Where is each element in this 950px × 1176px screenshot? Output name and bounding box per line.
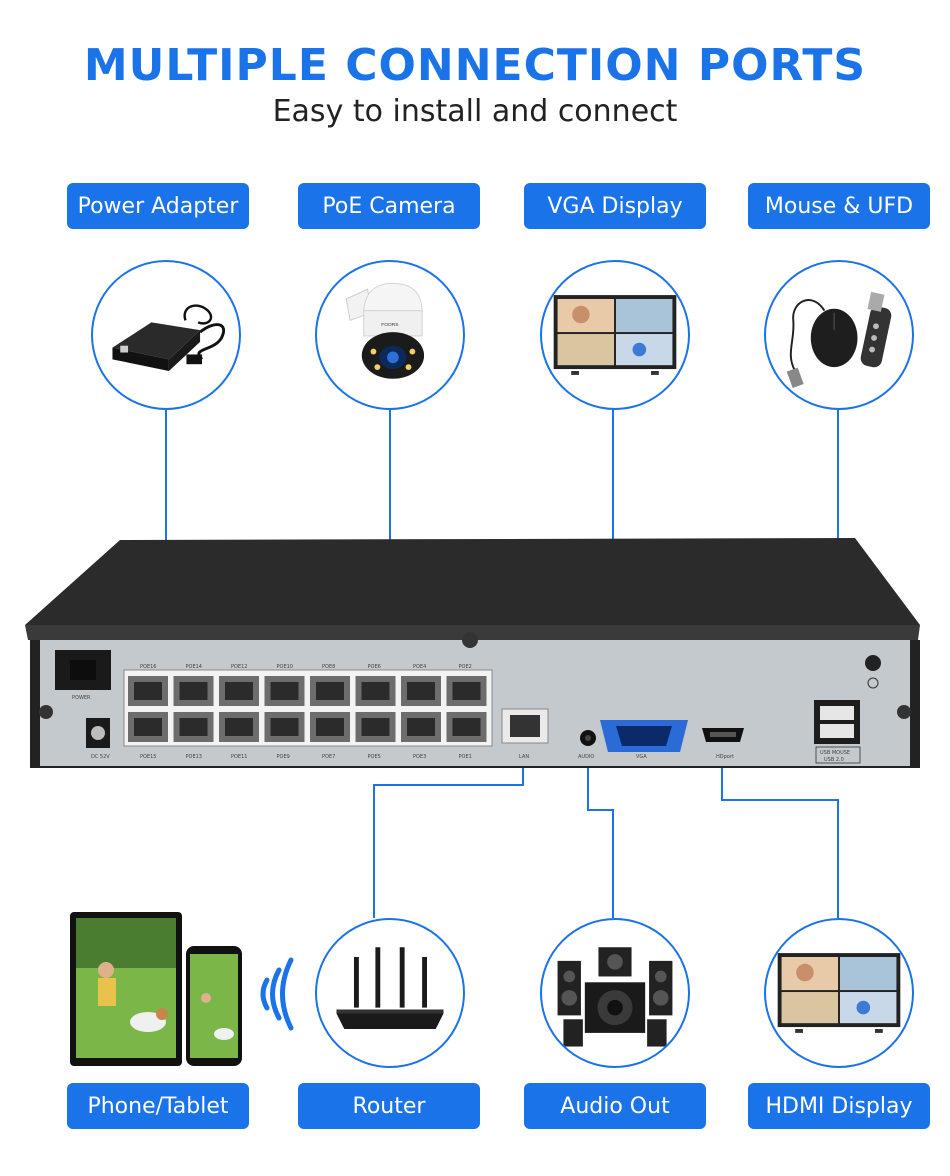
poe-label-top: POE2 <box>459 664 472 670</box>
hdmi-display-label: HDMI Display <box>748 1083 930 1129</box>
power-adapter-label: Power Adapter <box>67 183 249 229</box>
poe-label-top: POE12 <box>231 664 247 670</box>
poe-label-bottom: POE9 <box>277 754 290 760</box>
vga-display-circle <box>540 260 690 410</box>
hdmi-display-circle <box>764 918 914 1068</box>
poe-label-bottom: POE1 <box>459 754 472 760</box>
page-title: MULTIPLE CONNECTION PORTS <box>83 40 867 91</box>
audio-connector <box>587 738 614 918</box>
wireless-icon <box>260 957 294 1031</box>
router-label: Router <box>298 1083 480 1129</box>
mouse-ufd-label: Mouse & UFD <box>748 183 930 229</box>
router-icon <box>336 947 444 1030</box>
monitor-icon <box>777 953 901 1033</box>
audio-label: AUDIO <box>578 754 594 760</box>
ptz-camera-icon: FOORS <box>345 282 425 379</box>
vga-display-label: VGA Display <box>524 183 706 229</box>
monitor-icon <box>553 295 677 375</box>
poe-camera-label: PoE Camera <box>298 183 480 229</box>
power-label: POWER <box>72 695 91 701</box>
poe-label-top: POE4 <box>413 664 426 670</box>
poe-label-bottom: POE7 <box>322 754 335 760</box>
poe-label-bottom: POE13 <box>186 754 202 760</box>
speaker-system-icon <box>557 947 673 1047</box>
hdmi-connector <box>721 740 839 918</box>
mouse-ufd-circle <box>764 260 914 410</box>
poe-label-bottom: POE15 <box>140 754 156 760</box>
router-circle <box>315 918 465 1068</box>
poe-label-top: POE6 <box>368 664 381 670</box>
power-adapter-circle <box>91 260 241 410</box>
poe-label-top: POE8 <box>322 664 335 670</box>
poe-camera-circle: FOORS <box>315 260 465 410</box>
power-adapter-icon <box>112 304 225 372</box>
page-subtitle: Easy to install and connect <box>272 94 678 129</box>
poe-ports <box>128 676 487 742</box>
poe-label-bottom: POE11 <box>231 754 247 760</box>
lan-label: LAN <box>519 754 529 760</box>
phone-tablet-label: Phone/Tablet <box>67 1083 249 1129</box>
poe-label-bottom: POE5 <box>368 754 381 760</box>
audio-out-label: Audio Out <box>524 1083 706 1129</box>
hdmi-label: HDport <box>716 754 734 760</box>
audio-out-circle <box>540 918 690 1068</box>
poe-label-bottom: POE3 <box>413 754 426 760</box>
usb-label-2: USB 2.0 <box>824 757 844 763</box>
phone-tablet-image <box>70 912 294 1066</box>
poe-label-top: POE16 <box>140 664 156 670</box>
vga-label: VGA <box>636 754 647 760</box>
mouse-usb-icon <box>786 291 892 389</box>
dc-label: DC 52V <box>91 754 110 760</box>
poe-label-top: POE14 <box>186 664 202 670</box>
camera-brand: FOORS <box>381 322 399 328</box>
poe-label-top: POE10 <box>277 664 293 670</box>
ground-screw <box>865 655 881 671</box>
usb-label-1: USB MOUSE <box>820 750 850 756</box>
